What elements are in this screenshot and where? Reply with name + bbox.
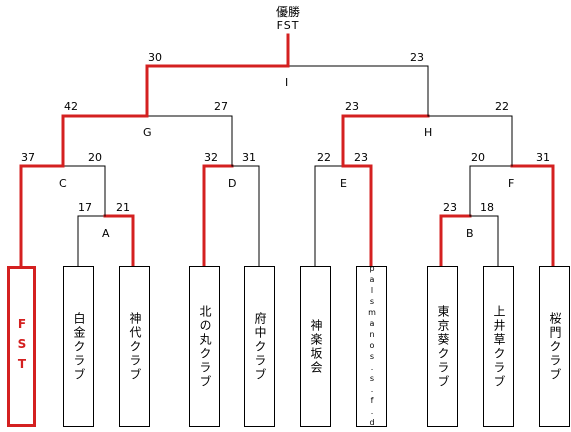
match-label-e: E xyxy=(340,177,347,190)
team-name: 東京葵クラブ xyxy=(436,304,450,389)
score-e-left: 22 xyxy=(317,151,331,164)
bracket-line-d-left xyxy=(202,164,234,268)
team-name: palsmanos.s.f.d xyxy=(367,264,377,429)
bracket-line-h-right xyxy=(427,115,513,167)
score-b-right: 18 xyxy=(480,201,494,214)
match-label-c: C xyxy=(59,177,67,190)
team-name: 神楽坂会 xyxy=(309,318,323,375)
team-name: FST xyxy=(15,316,29,377)
bracket-line-h-left xyxy=(341,114,430,168)
team-name: 府中クラブ xyxy=(253,311,267,382)
score-h-left: 23 xyxy=(345,100,359,113)
match-label-d: D xyxy=(228,177,237,190)
team-box-kitanomaru: 北の丸クラブ xyxy=(189,266,220,427)
score-e-right: 23 xyxy=(354,151,368,164)
match-label-a: A xyxy=(102,227,110,240)
score-f-right: 31 xyxy=(536,151,550,164)
team-box-kagurazaka: 神楽坂会 xyxy=(300,266,331,427)
bracket-line-e-right xyxy=(341,164,373,268)
bracket-line-f-right xyxy=(510,164,555,268)
team-name: 上井草クラブ xyxy=(492,304,506,389)
bracket-line-g-left xyxy=(61,114,149,168)
score-b-left: 23 xyxy=(443,201,457,214)
team-box-palsmanos: palsmanos.s.f.d xyxy=(356,264,387,429)
team-box-kamiigusa: 上井草クラブ xyxy=(483,266,514,427)
score-i-right: 23 xyxy=(410,51,424,64)
team-box-shirokane: 白金クラブ xyxy=(63,266,94,427)
team-name: 白金クラブ xyxy=(72,311,86,382)
bracket-line-d-right xyxy=(231,165,260,267)
score-i-left: 30 xyxy=(148,51,162,64)
bracket-line-a-right xyxy=(103,214,135,268)
bracket-line-i-right xyxy=(287,65,429,117)
champion-team: FST xyxy=(276,19,300,32)
bracket-line-g-right xyxy=(146,115,233,167)
bracket-line-e-left xyxy=(314,165,344,267)
bracket-line-c-right xyxy=(62,165,106,217)
team-box-fuchu: 府中クラブ xyxy=(244,266,275,427)
score-h-right: 22 xyxy=(495,100,509,113)
match-label-i: I xyxy=(285,76,289,89)
score-f-left: 20 xyxy=(471,151,485,164)
score-d-left: 32 xyxy=(204,151,218,164)
team-name: 神代クラブ xyxy=(128,311,142,382)
team-box-fst: FST xyxy=(7,266,36,427)
bracket-line-b-left xyxy=(439,214,472,268)
score-c-right: 20 xyxy=(88,151,102,164)
team-name: 北の丸クラブ xyxy=(198,304,212,389)
score-g-right: 27 xyxy=(214,100,228,113)
team-box-jindai: 神代クラブ xyxy=(119,266,150,427)
bracket-line-f-left xyxy=(469,165,513,217)
bracket-line-i-left xyxy=(145,64,290,118)
team-name: 桜門クラブ xyxy=(548,311,562,382)
score-d-right: 31 xyxy=(242,151,256,164)
match-label-g: G xyxy=(143,126,152,139)
score-g-left: 42 xyxy=(64,100,78,113)
champion-title: 優勝 xyxy=(275,5,300,19)
score-c-left: 37 xyxy=(21,151,35,164)
score-a-left: 17 xyxy=(78,201,92,214)
score-a-right: 21 xyxy=(116,201,130,214)
match-label-h: H xyxy=(424,126,433,139)
match-label-b: B xyxy=(466,227,474,240)
team-box-tokyo-aoi: 東京葵クラブ xyxy=(427,266,458,427)
bracket-line-a-left xyxy=(77,215,106,267)
bracket-line-c-left xyxy=(19,164,65,268)
bracket-line-b-right xyxy=(469,215,499,267)
team-box-sakuramon: 桜門クラブ xyxy=(539,266,570,427)
match-label-f: F xyxy=(508,177,515,190)
